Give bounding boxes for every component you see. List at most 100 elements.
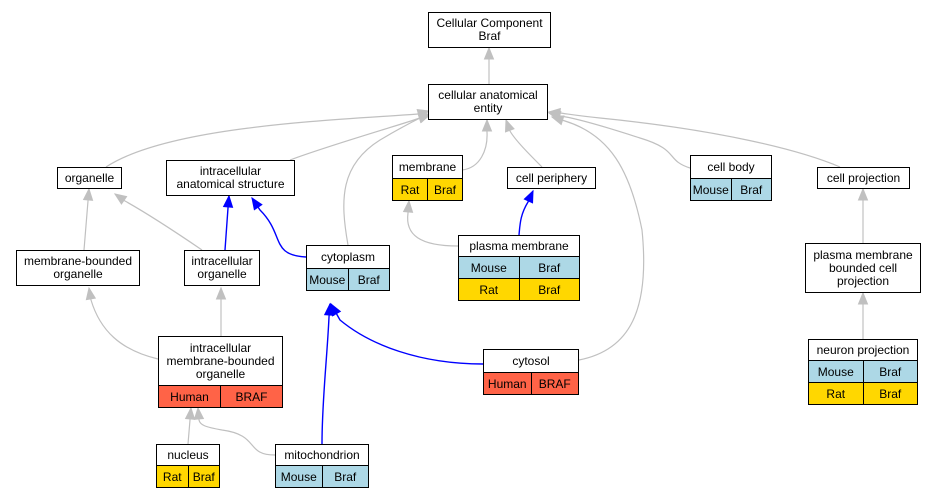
edge-line [105, 110, 430, 168]
node-periphery[interactable]: cell periphery [507, 167, 596, 189]
edge-imbo-to-io [215, 286, 227, 336]
annotation-row-rat: Rat Braf [459, 278, 579, 300]
node-organelle[interactable]: organelle [57, 167, 122, 189]
edge-arrowhead [184, 406, 196, 420]
species-cell: Mouse [280, 469, 317, 484]
node-title-line: projection [836, 273, 890, 288]
edge-arrowhead [222, 194, 234, 208]
node-title-line: intracellular [191, 254, 253, 268]
edge-arrowhead [417, 113, 432, 124]
edge-arrowhead [193, 406, 205, 420]
edge-arrowhead [323, 302, 335, 316]
edge-io-to-organelle [113, 193, 203, 251]
node-title: plasma membrane [459, 236, 579, 256]
gene-cell: Braf [730, 179, 772, 200]
edge-imbo-to-mbo [85, 286, 159, 360]
node-title-line: plasma membrane [469, 238, 569, 253]
node-title-line: neuron projection [816, 342, 910, 357]
gene-cell: BRAF [530, 373, 579, 394]
edge-periphery-to-cae [505, 118, 543, 168]
edge-cytoplasm-to-ias [251, 196, 307, 258]
gene-cell: Braf [347, 269, 390, 290]
species-cell: Rat [826, 386, 846, 401]
node-title: cytoplasm [307, 246, 389, 268]
edge-arrowhead [550, 115, 565, 126]
species-cell: Rat [479, 282, 499, 297]
edge-arrowhead [85, 286, 97, 301]
node-title: organelle [58, 168, 121, 188]
edge-line [407, 200, 459, 247]
species-cell: Rat [162, 469, 182, 484]
node-title-line: cell projection [826, 170, 901, 185]
edge-cytosol-to-cytoplasm [330, 302, 484, 365]
gene-cell: Braf [427, 179, 462, 200]
node-title: nucleus [157, 445, 219, 465]
edge-cytoplasm-to-cae [343, 113, 432, 246]
species-cell: Rat [400, 182, 420, 197]
edge-line [505, 119, 543, 168]
edge-line [551, 116, 645, 361]
gene-cell: BRAF [220, 386, 282, 407]
node-title: mitochondrion [276, 445, 368, 465]
node-title-line: nucleus [167, 447, 209, 462]
node-title-line: Cellular Component [436, 16, 543, 30]
edge-mito-to-imbo [193, 406, 276, 456]
node-title-line: cell body [707, 159, 755, 174]
edge-ias-to-cae [289, 113, 432, 161]
edge-line [330, 303, 484, 365]
edge-line [461, 120, 488, 171]
annotation-row-rat: Rat Braf [809, 382, 917, 404]
edge-line [88, 287, 159, 360]
edge-arrowhead [505, 118, 515, 133]
node-title-line: organelle [197, 267, 247, 281]
species-cell: Human [487, 376, 527, 391]
species-cell: Mouse [470, 260, 507, 275]
edge-arrowhead [113, 193, 128, 205]
edge-line [114, 193, 203, 251]
gene-cell: Braf [321, 466, 369, 487]
gene-cell: Braf [862, 383, 918, 404]
node-projection[interactable]: cell projection [817, 167, 910, 189]
node-title-line: membrane [398, 159, 457, 174]
node-title-line: bounded cell [828, 260, 898, 275]
node-title: cell projection [818, 168, 909, 188]
edge-arrowhead [82, 187, 94, 201]
edge-line [548, 112, 691, 169]
edge-line [548, 111, 841, 168]
annotation-row-mouse: Mouse Braf [276, 465, 368, 487]
edge-arrowhead [215, 286, 227, 300]
edge-arrowhead [481, 118, 493, 132]
edge-neuron-to-pmbcp [857, 291, 869, 339]
node-title: cell periphery [508, 168, 595, 188]
gene-cell: Braf [518, 279, 580, 300]
node-title-line: membrane-bounded [166, 353, 275, 368]
node-title-line: intracellular [189, 340, 252, 355]
node-title-line: entity [473, 101, 503, 115]
edge-io-to-ias [222, 194, 234, 251]
